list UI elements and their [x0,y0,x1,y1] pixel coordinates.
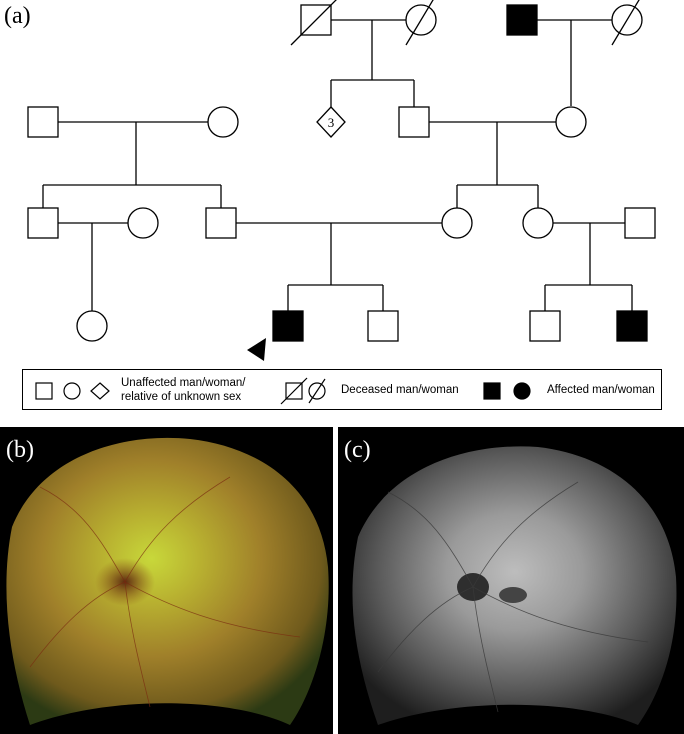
generation-2: 3 [27,79,587,185]
affected-man-proband [272,310,304,342]
deceased-slash [611,0,640,46]
unaffected-man-father [205,207,237,239]
legend-slash [308,378,326,404]
affected-man-cousin [616,310,648,342]
legend-square-icon [35,382,53,400]
unaffected-woman-left-grandmother [207,106,239,138]
panel-label-a: (a) [4,3,31,29]
unaffected-woman [127,207,159,239]
generation-3 [27,184,656,311]
unaffected-man-brother [367,310,399,342]
unaffected-man-father-side [398,106,430,138]
unaffected-man [27,207,59,239]
legend-circle-icon [63,382,81,400]
fundus-color-image [0,427,333,734]
generation-4 [76,284,648,361]
generation-1 [290,0,643,106]
legend-diamond-icon [90,382,110,400]
unaffected-woman-mother-side [555,106,587,138]
unaffected-man-uncle [624,207,656,239]
fundus-autofluorescence-image [338,427,684,734]
panel-label-b: (b) [6,437,34,463]
unaffected-woman-mother [441,207,473,239]
affected-man-grandfather [506,4,538,36]
legend-affected-circle-icon [513,382,531,400]
unaffected-man-left-grandfather [27,106,59,138]
unknown-sex-relatives [316,106,346,138]
legend: Unaffected man/woman/ relative of unknow… [22,369,662,410]
proband-arrow-icon [247,338,266,361]
legend-unknown-sex-label: relative of unknown sex [121,391,242,403]
pedigree-chart: 3 [27,0,656,361]
legend-unaffected-label: Unaffected man/woman/ [121,377,246,389]
legend-slash [280,377,308,405]
unaffected-woman-aunt [522,207,554,239]
panel-label-c: (c) [344,437,371,463]
unaffected-man-cousin [529,310,561,342]
deceased-slash [290,0,337,46]
legend-affected-square-icon [483,382,501,400]
legend-deceased-label: Deceased man/woman [341,384,459,396]
deceased-slash [405,0,434,46]
legend-affected-label: Affected man/woman [547,384,655,396]
sibship-count: 3 [328,115,335,130]
unaffected-woman [76,310,108,342]
